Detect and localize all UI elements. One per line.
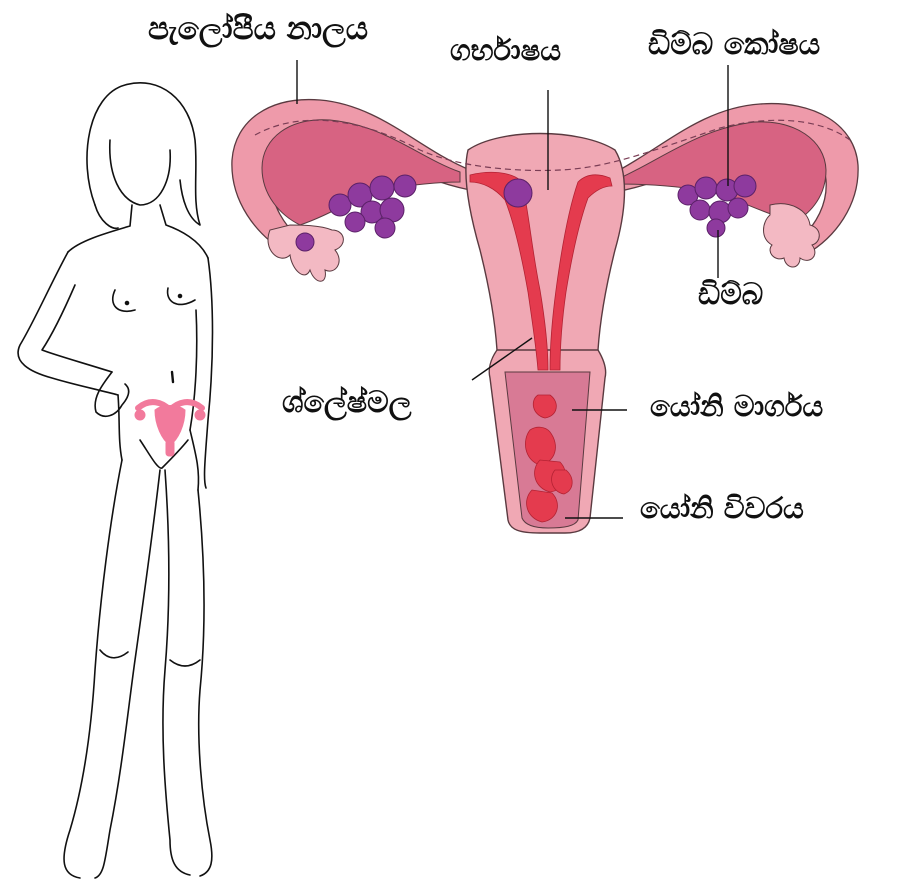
nipple-left (126, 302, 129, 305)
label-egg: ඩිම්බ (698, 280, 763, 310)
label-fallopian-tube: පැලෝපීය නාලය (148, 14, 368, 45)
left-leg-inner (95, 470, 160, 878)
right-fimbriae (764, 204, 820, 267)
label-vagina: යෝනි මාර්ගය (650, 392, 823, 421)
right-leg-inner (163, 470, 190, 875)
label-vaginal-opening: යෝනි විවරය (640, 494, 804, 523)
right-arm (205, 258, 213, 488)
nipple-right (179, 295, 182, 298)
label-ovary: ඩිම්බ කෝෂය (648, 30, 820, 60)
right-knee (170, 660, 200, 666)
navel (172, 372, 173, 382)
left-knee (100, 650, 128, 658)
crotch (140, 440, 188, 468)
woman-figure (18, 83, 212, 878)
breast-left (113, 290, 135, 311)
uterus-egg (504, 179, 532, 207)
hair-strand (95, 205, 118, 228)
right-hip (190, 430, 199, 490)
neck-shoulders (68, 205, 208, 258)
label-mucus: ශ්ලේෂ්මල (282, 388, 412, 418)
right-leg-outer (198, 490, 212, 876)
reproductive-system (232, 60, 858, 533)
hair-outline (87, 83, 200, 225)
face-outline (110, 140, 170, 205)
left-arm (18, 252, 118, 395)
label-uterus: ගර්භාෂය (450, 36, 561, 65)
left-arm-inner (42, 285, 112, 372)
